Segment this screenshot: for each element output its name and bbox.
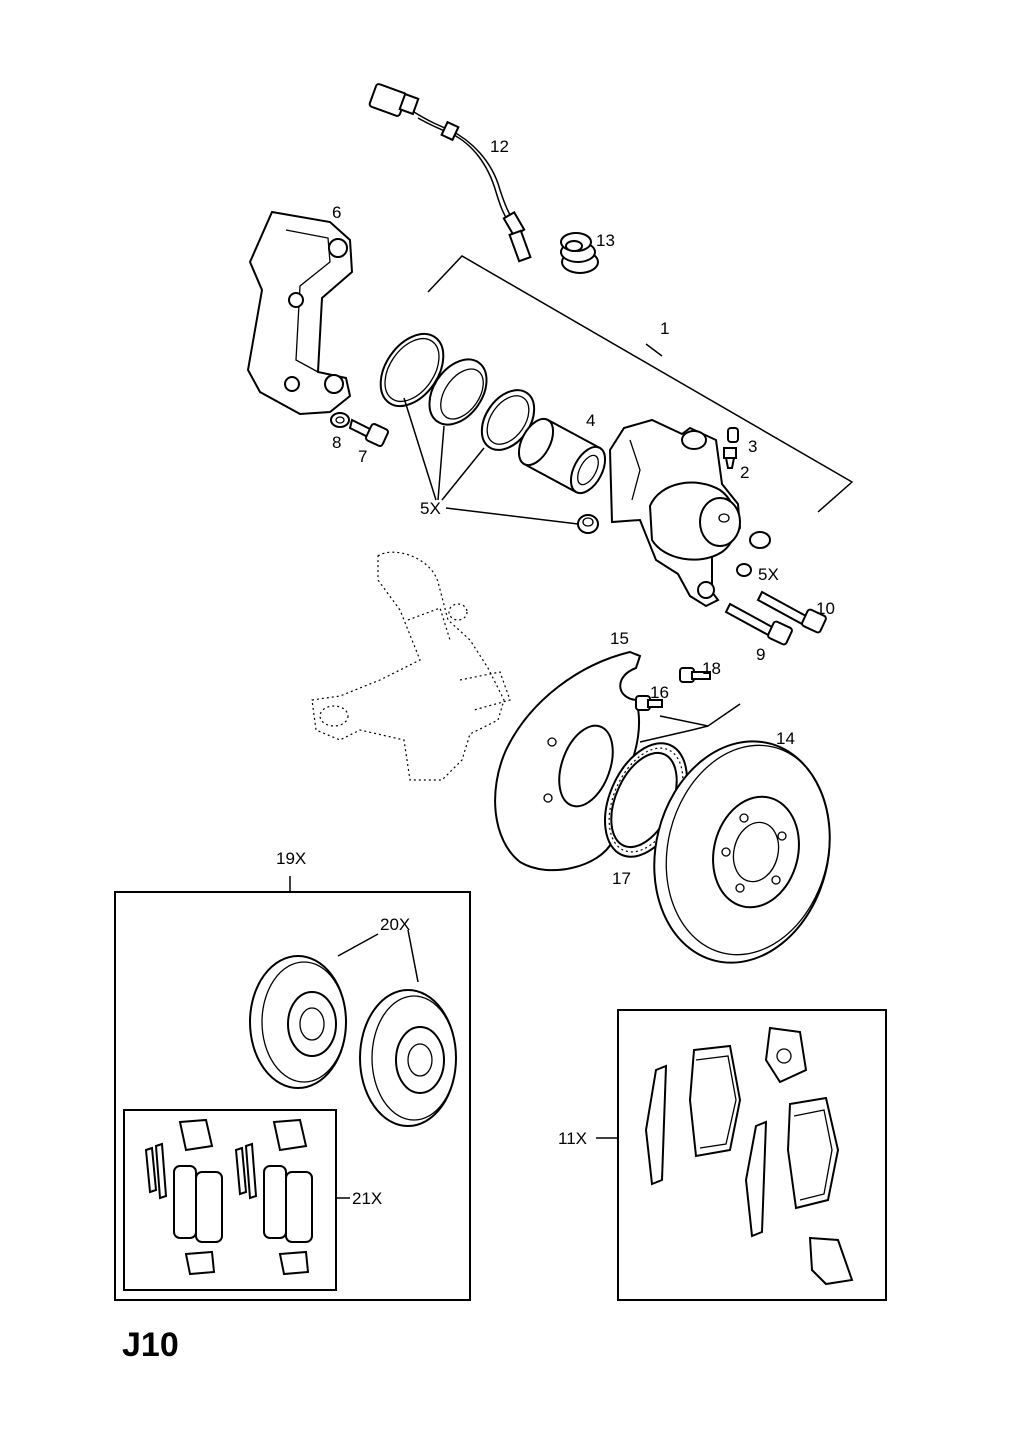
steering-knuckle-outline xyxy=(311,551,511,781)
callout-2: 2 xyxy=(740,463,749,482)
bleed-screw-icon xyxy=(723,447,737,469)
bleed-cap-icon xyxy=(727,427,739,443)
callout-3: 3 xyxy=(748,437,757,456)
bolt-icon xyxy=(348,418,389,447)
screw-icon xyxy=(679,667,711,683)
leader-line xyxy=(659,703,741,727)
callout-14: 14 xyxy=(776,729,795,748)
dust-boot-icon xyxy=(560,232,599,274)
brake-pad-set-icon xyxy=(644,1026,854,1286)
callout-10: 10 xyxy=(816,599,835,618)
callout-11x: 11X xyxy=(558,1129,587,1148)
brake-disc-icon xyxy=(653,740,831,964)
guide-pin-icon xyxy=(724,602,793,646)
pad-kit-box xyxy=(123,1109,350,1291)
caliper-carrier-icon xyxy=(246,210,354,416)
brake-disc-pair-icon xyxy=(249,929,457,1127)
callout-6: 6 xyxy=(332,203,341,222)
splash-shield-icon xyxy=(494,650,642,872)
callout-21x: 21X xyxy=(352,1189,382,1208)
brake-repair-kit-box xyxy=(114,876,471,1301)
leader-lines xyxy=(403,397,579,525)
callout-15: 15 xyxy=(610,629,629,648)
callout-5x-top: 5X xyxy=(420,499,441,518)
brake-caliper-assembly-icon xyxy=(427,255,854,608)
callout-13: 13 xyxy=(596,231,615,250)
guide-bolt-icon xyxy=(756,590,827,634)
callout-7: 7 xyxy=(358,447,367,466)
pad-set-box xyxy=(596,1009,887,1301)
lock-washer-icon xyxy=(330,412,350,428)
callout-18: 18 xyxy=(702,659,721,678)
leader-line xyxy=(639,725,709,743)
callout-1: 1 xyxy=(660,319,669,338)
caliper-piston-icon xyxy=(517,417,607,495)
abs-sensor-icon xyxy=(368,83,532,263)
seal-kit-icon xyxy=(736,531,771,577)
callout-9: 9 xyxy=(756,645,765,664)
callout-4: 4 xyxy=(586,411,595,430)
callout-labels: 12 6 13 1 4 3 8 7 2 5X 5X 10 15 9 18 16 … xyxy=(122,137,835,1364)
callout-17: 17 xyxy=(612,869,631,888)
callout-16: 16 xyxy=(650,683,669,702)
seal-kit-icon xyxy=(379,332,599,534)
callout-5x-right: 5X xyxy=(758,565,779,584)
page-code: J10 xyxy=(122,1326,179,1364)
pad-kit-icon xyxy=(144,1118,313,1276)
screw-icon xyxy=(635,695,663,711)
callout-12: 12 xyxy=(490,137,509,156)
callout-20x: 20X xyxy=(380,915,410,934)
callout-19x: 19X xyxy=(276,849,306,868)
callout-8: 8 xyxy=(332,433,341,452)
